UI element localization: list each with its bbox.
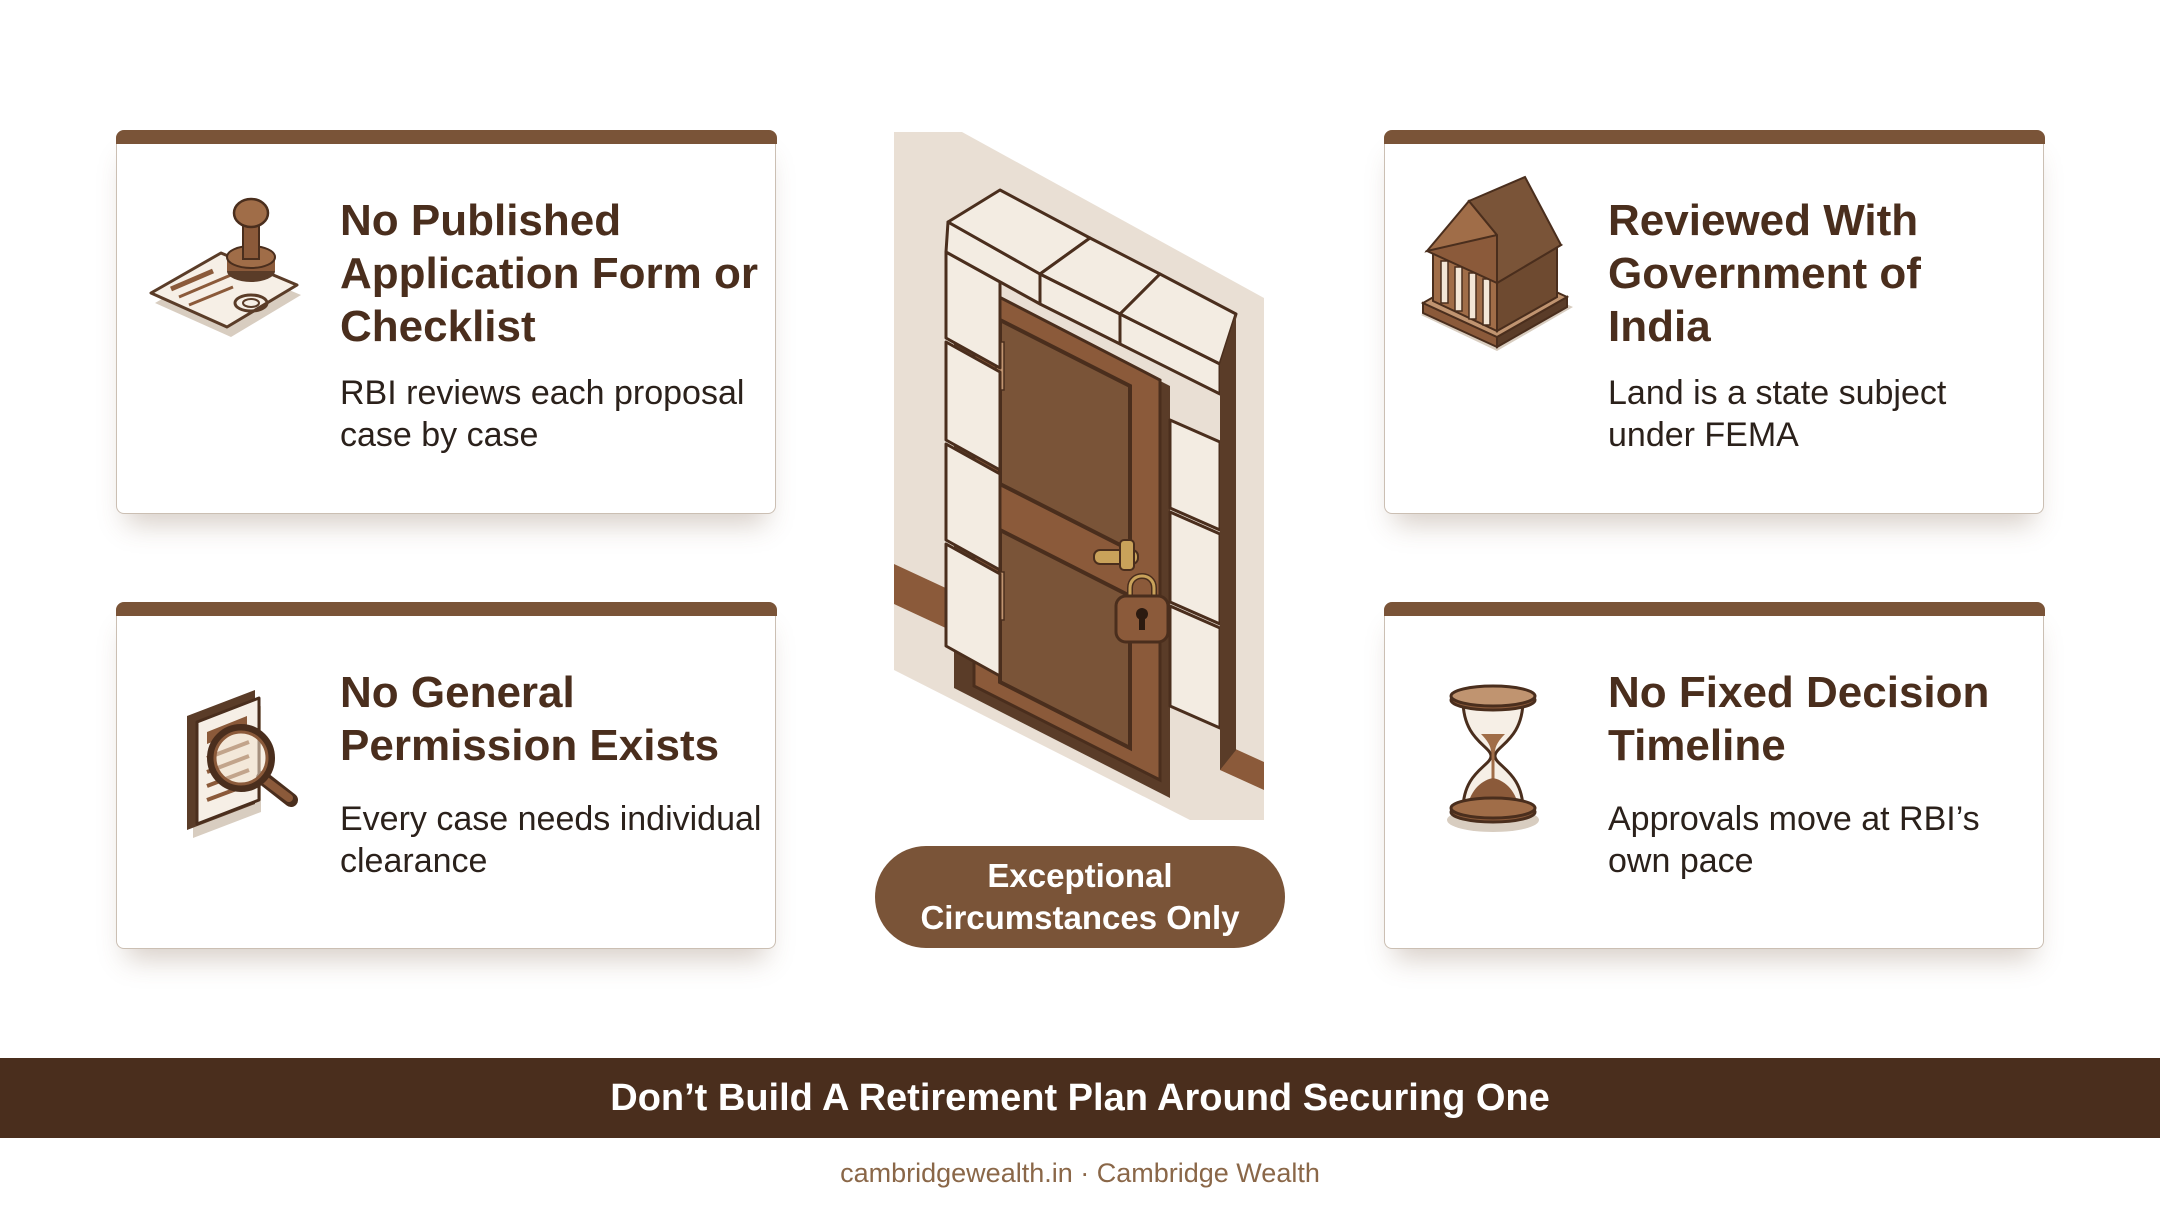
card-description: Every case needs individual clearance xyxy=(340,800,762,880)
exceptional-circumstances-badge: Exceptional Circumstances Only xyxy=(875,846,1285,948)
card-reviewed-with-goi: Reviewed With Government of India Land i… xyxy=(1383,130,2045,514)
card-no-general-permission: No General Permission Exists Every case … xyxy=(115,602,777,949)
card-title: No Published Application Form or Checkli… xyxy=(340,196,758,351)
card-description: Land is a state subject under FEMA xyxy=(1608,374,1947,454)
government-building-icon xyxy=(1420,175,1573,351)
card-description: RBI reviews each proposal case by case xyxy=(340,374,745,454)
card-no-published-form: No Published Application Form or Checkli… xyxy=(115,130,777,514)
bottom-banner: Don’t Build A Retirement Plan Around Sec… xyxy=(0,1058,2160,1138)
stamp-document-icon xyxy=(149,197,301,337)
magnifying-glass-document-icon xyxy=(187,690,298,838)
hourglass-icon xyxy=(1447,684,1539,832)
badge-label: Exceptional Circumstances Only xyxy=(920,857,1240,936)
card-title: No Fixed Decision Timeline xyxy=(1608,668,1990,770)
card-title: No General Permission Exists xyxy=(340,668,720,770)
card-no-fixed-timeline: No Fixed Decision Timeline Approvals mov… xyxy=(1383,602,2045,949)
locked-door-icon xyxy=(894,132,1264,820)
footer-text: cambridgewealth.in · Cambridge Wealth xyxy=(840,1158,1320,1188)
footer-credit: cambridgewealth.in · Cambridge Wealth xyxy=(0,1158,2160,1189)
card-title: Reviewed With Government of India xyxy=(1608,196,1921,351)
banner-text: Don’t Build A Retirement Plan Around Sec… xyxy=(610,1076,1550,1119)
card-description: Approvals move at RBI’s own pace xyxy=(1608,800,1980,880)
